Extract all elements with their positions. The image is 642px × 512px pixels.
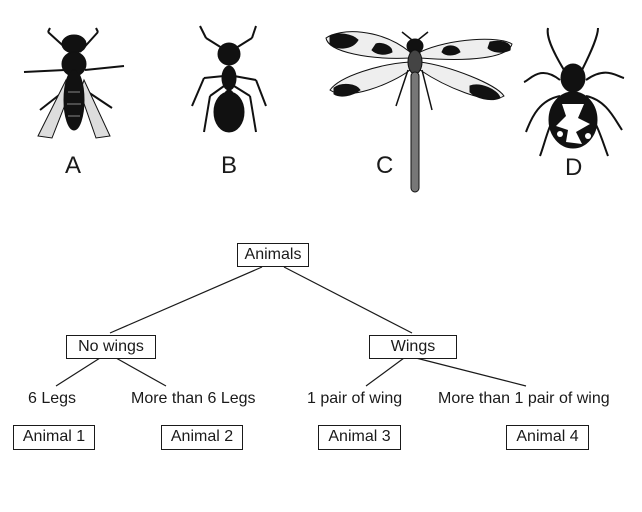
criterion-more-than-1-pair-of-wing: More than 1 pair of wing: [438, 390, 610, 407]
connector-nowings-more: [115, 357, 167, 387]
spider-icon: [523, 27, 625, 157]
no-wings-node: No wings: [66, 335, 156, 359]
connector-nowings-6legs: [55, 357, 101, 387]
tree-connectors: [55, 266, 527, 387]
criterion-more-than-6-legs: More than 6 Legs: [131, 390, 256, 407]
dragonfly-icon: [325, 31, 513, 193]
connector-root-left: [109, 266, 263, 334]
root-node: Animals: [237, 243, 309, 267]
ant-icon: [191, 25, 267, 133]
specimen-label-c: C: [376, 152, 394, 179]
leaf-animal-3: Animal 3: [318, 425, 401, 450]
specimen-label-a: A: [65, 152, 82, 179]
criterion-6-legs: 6 Legs: [28, 390, 77, 407]
wings-node: Wings: [369, 335, 457, 359]
connector-wings-more: [415, 357, 527, 387]
connector-root-right: [283, 266, 413, 334]
leaf-animal-1: Animal 1: [13, 425, 95, 450]
fly-icon: [23, 27, 125, 139]
leaf-animal-4: Animal 4: [506, 425, 589, 450]
criterion-1-pair-of-wing: 1 pair of wing: [307, 390, 403, 407]
leaf-animal-2: Animal 2: [161, 425, 243, 450]
specimen-label-b: B: [221, 152, 238, 179]
specimen-label-d: D: [565, 154, 583, 181]
connector-wings-1pair: [365, 357, 405, 387]
